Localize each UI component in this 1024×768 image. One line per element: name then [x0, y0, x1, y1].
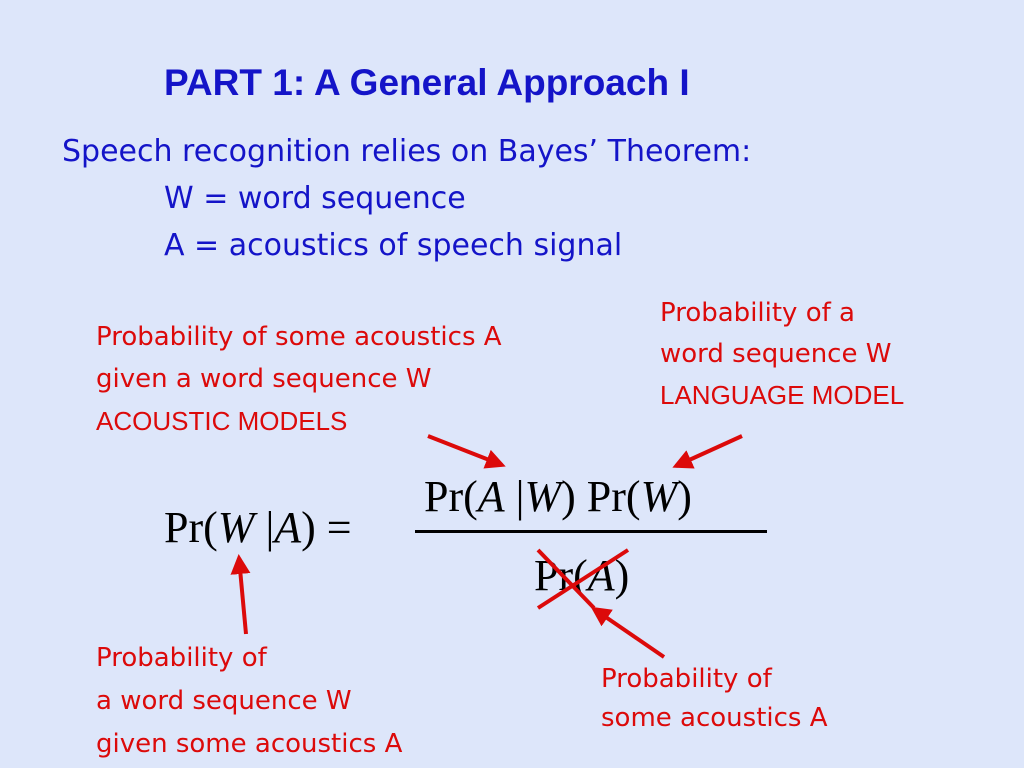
annotation-evidence-line2: some acoustics A [601, 703, 828, 733]
formula-numerator: Pr(A |W) Pr(W) [424, 471, 692, 522]
den-close: ) [614, 551, 630, 600]
lhs-bar: | [254, 503, 275, 552]
num-w1: W [524, 472, 562, 521]
annotation-acoustic-line3: ACOUSTIC MODELS [96, 406, 348, 436]
annotation-posterior-line3: given some acoustics A [96, 729, 403, 759]
arrow-to-language-term [672, 434, 743, 469]
annotation-language-line1: Probability of a [660, 298, 855, 328]
annotation-language-line3: LANGUAGE MODEL [660, 380, 905, 410]
annotation-acoustic-line1: Probability of some acoustics A [96, 322, 502, 352]
cross-out-stroke-1 [536, 548, 596, 610]
formula-lhs: Pr(W |A) = [164, 502, 352, 553]
annotation-posterior-line1: Probability of [96, 643, 267, 673]
annotation-language-line2: word sequence W [660, 339, 892, 369]
num-w2: W [640, 472, 678, 521]
num-pr2: Pr( [575, 472, 641, 521]
annotation-evidence: Probability of some acoustics A [601, 660, 828, 738]
arrow-to-evidence [590, 606, 666, 659]
lhs-w: W [217, 503, 255, 552]
intro-line-a-definition: A = acoustics of speech signal [164, 228, 623, 263]
num-a: A [477, 472, 505, 521]
annotation-evidence-line1: Probability of [601, 664, 772, 694]
fraction-line [415, 530, 767, 533]
arrow-to-posterior [230, 554, 251, 635]
slide-title: PART 1: A General Approach I [164, 62, 690, 103]
annotation-acoustic-models: Probability of some acoustics A given a … [96, 316, 502, 442]
lhs-pr: Pr( [164, 503, 218, 552]
annotation-language-model: Probability of a word sequence W LANGUAG… [660, 293, 904, 416]
annotation-posterior: Probability of a word sequence W given s… [96, 637, 402, 766]
lhs-a: A [274, 503, 302, 552]
annotation-acoustic-line2: given a word sequence W [96, 364, 432, 394]
num-close2: ) [677, 472, 692, 521]
intro-line-w-definition: W = word sequence [164, 181, 466, 216]
lhs-close: ) = [301, 503, 352, 552]
cross-out-stroke-2 [536, 548, 630, 610]
intro-line-bayes: Speech recognition relies on Bayes’ Theo… [62, 134, 752, 169]
arrow-to-acoustic-term [427, 434, 506, 469]
num-pr1: Pr( [424, 472, 478, 521]
annotation-posterior-line2: a word sequence W [96, 686, 352, 716]
num-close1: ) [561, 472, 576, 521]
num-bar: | [504, 472, 525, 521]
